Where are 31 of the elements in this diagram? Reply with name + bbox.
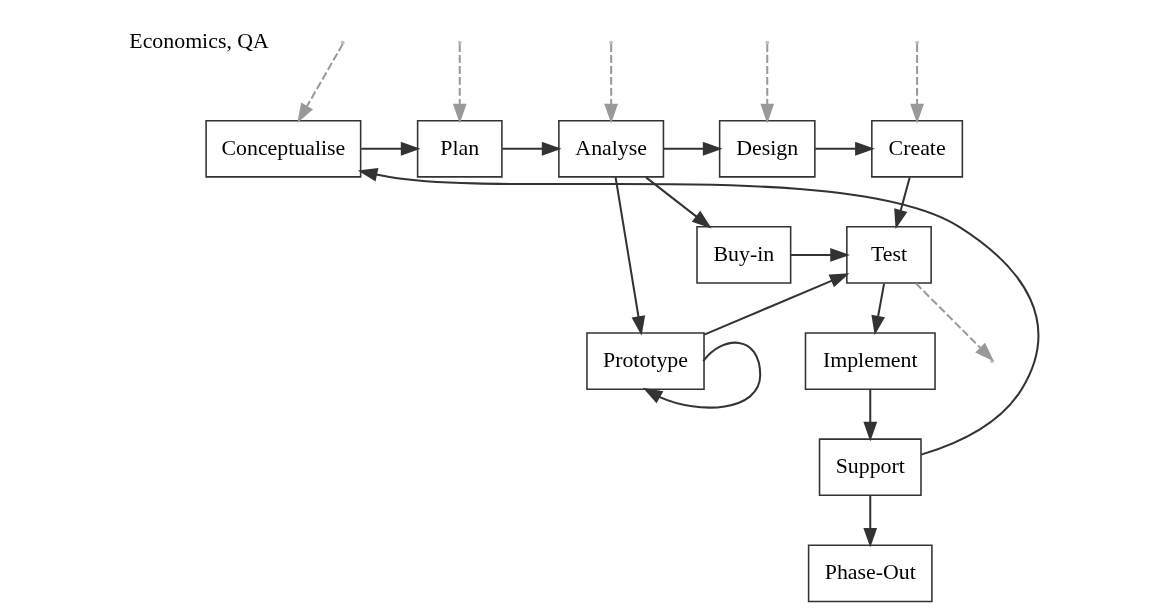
arrow (604, 44, 619, 124)
node-box: Analyse (558, 119, 665, 178)
arrow (642, 341, 762, 409)
arrow (645, 176, 712, 229)
arrow (663, 141, 723, 156)
arrow (703, 273, 850, 336)
arrow (502, 141, 562, 156)
arrow (357, 167, 1040, 456)
node-box: Conceptualise (205, 119, 362, 178)
node-box: Create (871, 119, 964, 178)
arrow (297, 43, 344, 123)
node-box: Test (846, 226, 932, 284)
arrow (760, 44, 775, 124)
node-box: Support (818, 438, 922, 497)
node-box: Design (718, 119, 816, 178)
node-box: Buy-in (696, 226, 792, 284)
arrow (871, 283, 886, 336)
arrow (614, 177, 646, 336)
arrow (863, 495, 878, 548)
node-box: Phase-Out (807, 544, 933, 603)
node-box: Plan (416, 119, 503, 178)
label: Economics, QA (129, 29, 269, 54)
node-box: Implement (804, 332, 936, 390)
arrow (815, 141, 875, 156)
arrow (361, 141, 421, 156)
node-box: Prototype (586, 332, 705, 390)
arrow (910, 44, 924, 124)
arrow (894, 177, 911, 230)
arrow (863, 389, 878, 442)
arrow (790, 248, 850, 262)
arrow (452, 44, 467, 124)
